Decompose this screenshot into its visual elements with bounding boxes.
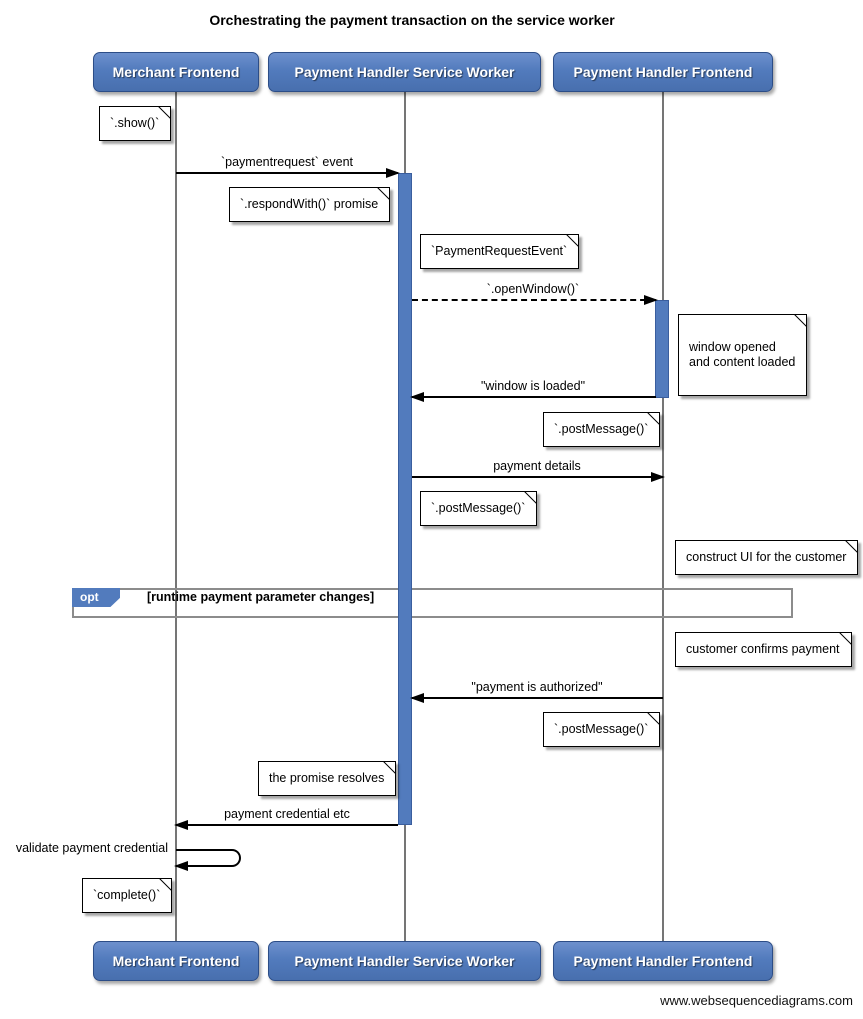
note-postmessage-2: `.postMessage()` (420, 491, 538, 526)
message-arrow-payment-credential-etc (174, 820, 398, 830)
participant-label: Merchant Frontend (112, 953, 240, 969)
note-fold-icon (647, 412, 661, 425)
note-fold-icon (524, 491, 538, 504)
note-text: `complete()` (93, 888, 161, 902)
arrowhead-left-icon (174, 861, 188, 871)
note-fold-icon (159, 878, 173, 891)
note-postmessage-1: `.postMessage()` (543, 412, 661, 447)
message-arrow-openwindow (412, 295, 658, 305)
note-fold-icon (794, 314, 808, 327)
websequencediagrams-credit: www.websequencediagrams.com (660, 993, 853, 1008)
participant-label: Payment Handler Frontend (573, 64, 753, 80)
note-text: window opened and content loaded (689, 339, 796, 370)
note-fold-icon (647, 712, 661, 725)
message-label-payment-details: payment details (493, 459, 581, 473)
note-fold-icon (158, 106, 172, 119)
note-text: customer confirms payment (686, 642, 840, 656)
note-text: `PaymentRequestEvent` (431, 244, 568, 258)
fragment-opt-guard: [runtime payment parameter changes] (147, 590, 375, 604)
lifeline-merchant-frontend (175, 92, 177, 941)
fragment-opt-operator: opt (72, 588, 120, 607)
note-fold-icon (377, 187, 391, 200)
message-label-validate-payment-credential: validate payment credential (15, 841, 168, 855)
message-label-payment-credential-etc: payment credential etc (224, 807, 350, 821)
participant-bottom-payment-handler-frontend: Payment Handler Frontend (553, 941, 773, 981)
note-paymentrequestevent: `PaymentRequestEvent` (420, 234, 580, 269)
note-text: the promise resolves (269, 771, 385, 785)
participant-label: Payment Handler Frontend (573, 953, 753, 969)
note-text: `.postMessage()` (554, 722, 649, 736)
note-construct-ui: construct UI for the customer (675, 540, 859, 575)
arrowhead-left-icon (174, 820, 188, 830)
note-text: `.postMessage()` (431, 501, 526, 515)
arrowhead-left-icon (410, 392, 424, 402)
participant-bottom-merchant-frontend: Merchant Frontend (93, 941, 259, 981)
note-complete: `complete()` (82, 878, 173, 913)
note-customer-confirms: customer confirms payment (675, 632, 852, 667)
note-fold-icon (566, 234, 580, 247)
note-text: `.show()` (110, 116, 160, 130)
participant-label: Merchant Frontend (112, 64, 240, 80)
note-fold-icon (838, 632, 852, 645)
note-fold-icon (383, 761, 397, 774)
arrowhead-right-icon (651, 472, 665, 482)
note-fold-icon (845, 540, 859, 553)
participant-top-payment-handler-frontend: Payment Handler Frontend (553, 52, 773, 92)
message-label-window-is-loaded: "window is loaded" (480, 379, 586, 393)
message-arrow-payment-details (412, 472, 665, 482)
participant-top-merchant-frontend: Merchant Frontend (93, 52, 259, 92)
message-arrow-window-is-loaded (410, 392, 656, 402)
participant-label: Payment Handler Service Worker (294, 64, 515, 80)
note-respondwith-promise: `.respondWith()` promise (229, 187, 391, 222)
note-text: `.respondWith()` promise (240, 197, 379, 211)
note-promise-resolves: the promise resolves (258, 761, 397, 796)
message-label-openwindow: `.openWindow()` (486, 282, 580, 296)
message-arrow-paymentrequest-event (176, 168, 400, 178)
participant-bottom-payment-handler-service-worker: Payment Handler Service Worker (268, 941, 541, 981)
lifeline-payment-handler-frontend (662, 92, 664, 941)
note-text: construct UI for the customer (686, 550, 847, 564)
note-show: `.show()` (99, 106, 172, 141)
note-window-opened: window opened and content loaded (678, 314, 808, 396)
activation-bar-service-worker (398, 173, 412, 825)
note-postmessage-3: `.postMessage()` (543, 712, 661, 747)
diagram-title: Orchestrating the payment transaction on… (209, 12, 615, 28)
note-text: `.postMessage()` (554, 422, 649, 436)
participant-label: Payment Handler Service Worker (294, 953, 515, 969)
message-label-payment-is-authorized: "payment is authorized" (471, 680, 603, 694)
arrowhead-left-icon (410, 693, 424, 703)
arrowhead-right-icon (386, 168, 400, 178)
message-self-loop-validate-payment-credential (174, 849, 241, 871)
arrowhead-right-icon (644, 295, 658, 305)
participant-top-payment-handler-service-worker: Payment Handler Service Worker (268, 52, 541, 92)
message-arrow-payment-is-authorized (410, 693, 663, 703)
message-label-paymentrequest-event: `paymentrequest` event (220, 155, 353, 169)
activation-bar-payment-handler-frontend (655, 300, 669, 398)
